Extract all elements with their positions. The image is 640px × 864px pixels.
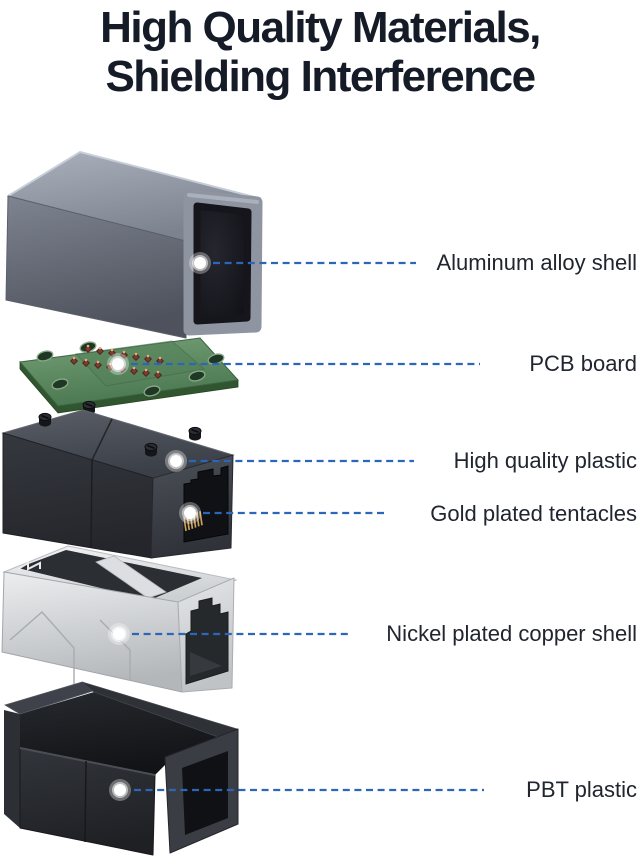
label-aluminum-alloy-shell: Aluminum alloy shell xyxy=(436,250,637,275)
callout-high-quality-plastic xyxy=(165,450,414,472)
callout-graphics xyxy=(107,252,484,801)
black-plastic-housing-render xyxy=(1,400,235,559)
pbt-plastic-frame-render xyxy=(4,681,239,856)
title-line-2: Shielding Interference xyxy=(105,52,536,101)
callout-dot xyxy=(165,450,187,472)
title-line-1: High Quality Materials, xyxy=(100,3,541,52)
label-gold-plated-tentacles: Gold plated tentacles xyxy=(430,501,637,526)
page-title: High Quality Materials, Shielding Interf… xyxy=(0,0,640,101)
callout-dot xyxy=(179,502,201,524)
callout-nickel-plated-copper-shell xyxy=(108,623,348,645)
label-nickel-plated-copper-shell: Nickel plated copper shell xyxy=(386,621,637,646)
callout-dot xyxy=(107,353,129,375)
callout-pcb-board xyxy=(107,353,480,375)
label-pcb-board: PCB board xyxy=(529,351,637,376)
callout-dot xyxy=(189,252,211,274)
callout-dot xyxy=(108,623,130,645)
callout-pbt-plastic xyxy=(109,779,484,801)
pcb-mounting-holes xyxy=(36,341,225,397)
callout-aluminum-alloy-shell xyxy=(189,252,416,274)
label-high-quality-plastic: High quality plastic xyxy=(453,448,637,473)
nickel-plated-copper-shell-render xyxy=(1,545,238,693)
pcb-board-render xyxy=(19,337,240,414)
label-pbt-plastic: PBT plastic xyxy=(526,777,637,802)
aluminum-alloy-shell-render xyxy=(5,150,263,339)
callout-gold-plated-tentacles xyxy=(179,502,388,524)
callout-dot xyxy=(109,779,131,801)
